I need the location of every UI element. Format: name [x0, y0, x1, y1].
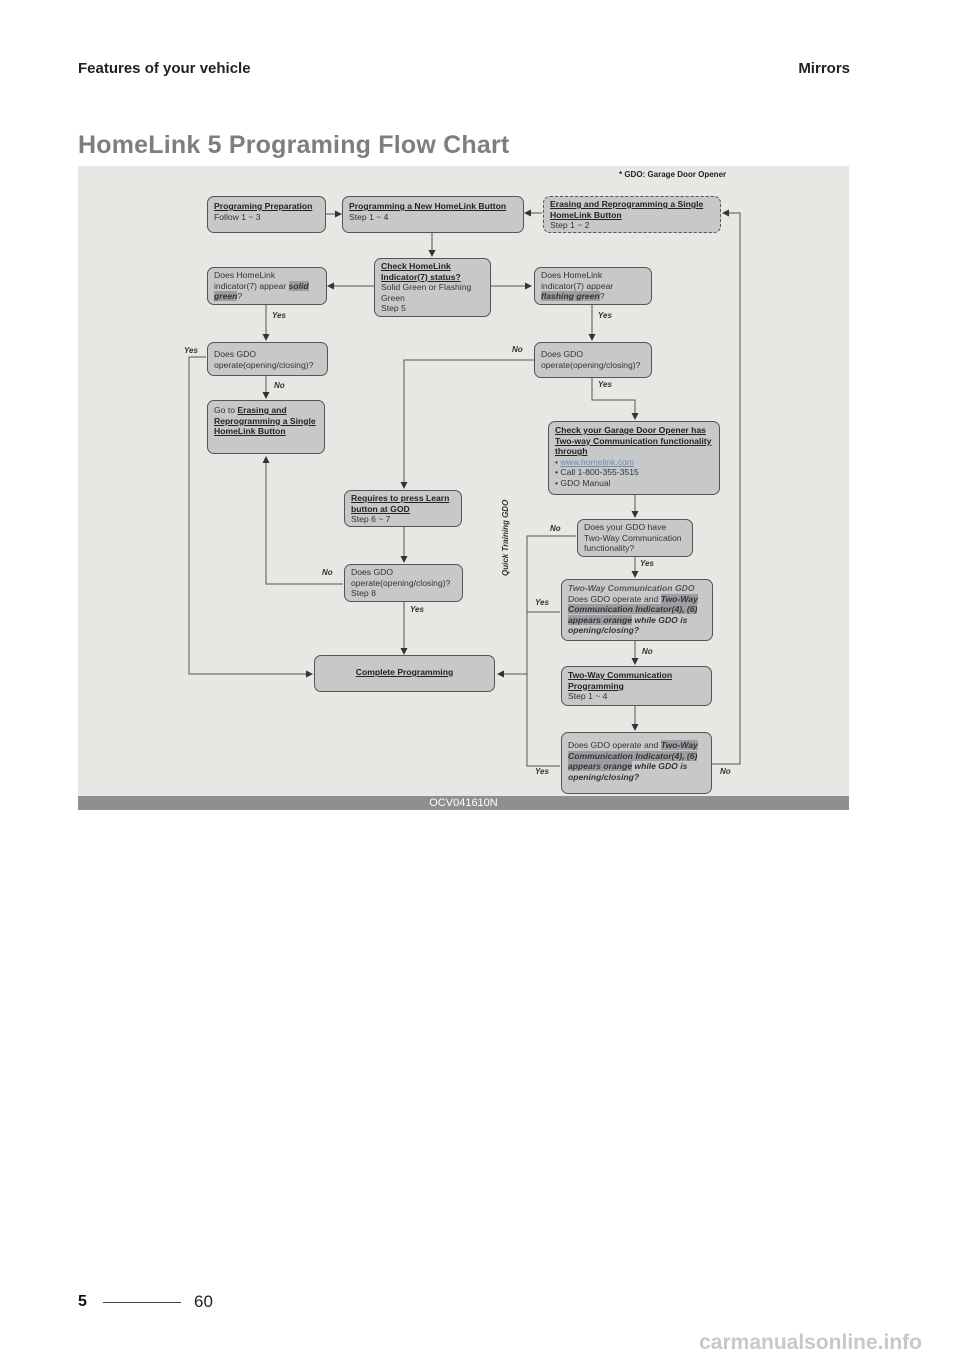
label-no-final: No	[720, 767, 731, 776]
node-step: Step 1 ~ 4	[568, 691, 608, 702]
label-no-two-way-gdo: No	[642, 647, 653, 656]
node-step: Step 5	[381, 303, 406, 314]
flow-connectors	[188, 209, 741, 767]
node-solid-green-question: Does HomeLink indicator(7) appear solid …	[207, 267, 327, 305]
homelink-link[interactable]: www.homelink.com	[560, 456, 634, 467]
node-gdo-operate-step8: Does GDO operate(opening/closing)? Step …	[344, 564, 463, 602]
footer-divider	[103, 1302, 181, 1303]
node-title: Requires to press Learn button at GOD	[351, 493, 450, 514]
node-text: Does GDO operate(opening/closing)?	[541, 349, 641, 370]
node-step: Step 8	[351, 588, 376, 599]
quick-training-label: Quick Training GDO	[501, 499, 510, 576]
node-title: Two-Way Communication GDO	[568, 583, 695, 593]
node-goto-erasing: Go to Erasing and Reprogramming a Single…	[207, 400, 325, 454]
flow-chart-figure: * GDO: Garage Door Opener Programing Pre…	[78, 166, 849, 810]
node-step: Follow 1 ~ 3	[214, 211, 261, 222]
node-complete-programming: Complete Programming	[314, 655, 495, 692]
node-text: Does GDO operate(opening/closing)?	[351, 567, 451, 588]
node-text: Does HomeLink indicator(7) appear	[541, 270, 614, 291]
label-yes-final: Yes	[535, 767, 549, 776]
node-step: Step 1 ~ 2	[550, 220, 590, 231]
label-yes-solid: Yes	[272, 311, 286, 320]
node-check-two-way-functionality: Check your Garage Door Opener has Two-wa…	[548, 421, 720, 495]
node-two-way-programming: Two-Way Communication Programming Step 1…	[561, 666, 712, 706]
page-title: HomeLink 5 Programing Flow Chart	[78, 131, 510, 159]
label-no-gdo-left: No	[274, 381, 285, 390]
node-erasing-reprogramming: Erasing and Reprogramming a Single HomeL…	[543, 196, 721, 233]
node-post: while GDO is opening/closing?	[568, 761, 688, 782]
running-header-section: Features of your vehicle	[78, 60, 251, 77]
node-requires-learn-button: Requires to press Learn button at GOD St…	[344, 490, 462, 527]
node-final-question: Does GDO operate and Two-Way Communicati…	[561, 732, 712, 794]
node-post: while GDO is opening/closing?	[568, 614, 688, 636]
node-text: Does GDO operate(opening/closing)?	[214, 349, 314, 370]
bullet-website: • www.homelink.com	[555, 456, 634, 467]
node-highlight: flashing green	[541, 291, 600, 302]
node-end: ?	[599, 291, 605, 302]
node-gdo-operate-left: Does GDO operate(opening/closing)?	[207, 342, 328, 376]
caption-bar	[78, 796, 849, 810]
node-check-indicator-status: Check HomeLink Indicator(7) status? Soli…	[374, 258, 491, 317]
watermark: carmanualsonline.info	[699, 1331, 922, 1354]
node-title: Erasing and Reprogramming a Single HomeL…	[214, 405, 316, 437]
running-header-topic: Mirrors	[798, 60, 850, 77]
figure-caption: OCV041610N	[429, 797, 498, 809]
node-title: Programing Preparation	[214, 201, 313, 211]
label-yes-two-way: Yes	[640, 559, 654, 568]
bullet-phone: • Call 1-800-355-3515	[555, 467, 639, 478]
footer-page-number: 60	[194, 1292, 213, 1311]
node-gdo-operate-right: Does GDO operate(opening/closing)?	[534, 342, 652, 378]
label-no-step8: No	[322, 568, 333, 577]
node-end: ?	[237, 291, 243, 302]
node-flashing-green-question: Does HomeLink indicator(7) appear flashi…	[534, 267, 652, 305]
node-two-way-communication-gdo: Two-Way Communication GDO Does GDO opera…	[561, 579, 713, 641]
node-two-way-question: Does your GDO have Two-Way Communication…	[577, 519, 693, 557]
node-programing-preparation: Programing Preparation Follow 1 ~ 3	[207, 196, 326, 233]
node-title: Check HomeLink Indicator(7) status?	[381, 261, 461, 282]
node-text: Does your GDO have Two-Way Communication…	[584, 522, 682, 554]
node-title: Programming a New HomeLink Button	[349, 201, 507, 211]
node-pre: Does GDO operate and	[568, 740, 659, 750]
node-step: Step 6 ~ 7	[351, 514, 391, 525]
node-title: Two-Way Communication Programming	[568, 670, 673, 691]
node-title: Erasing and Reprogramming a Single HomeL…	[550, 199, 704, 220]
node-title: Complete Programming	[355, 667, 454, 677]
node-pre: Does GDO operate and	[568, 593, 659, 604]
bullet-manual: • GDO Manual	[555, 477, 611, 488]
label-yes-step8: Yes	[410, 605, 424, 614]
label-yes-gdo-left: Yes	[184, 346, 198, 355]
node-title: Check your Garage Door Opener has Two-wa…	[555, 425, 712, 457]
label-no-two-way: No	[550, 524, 561, 533]
footer-chapter-number: 5	[78, 1293, 87, 1310]
label-yes-gdo-right: Yes	[598, 380, 612, 389]
node-programming-new-button: Programming a New HomeLink Button Step 1…	[342, 196, 524, 233]
label-yes-two-way-gdo: Yes	[535, 598, 549, 607]
node-detail: Solid Green or Flashing Green	[381, 282, 472, 303]
node-pre: Go to	[214, 405, 236, 415]
node-text: Does HomeLink indicator(7) appear	[214, 270, 287, 291]
node-step: Step 1 ~ 4	[349, 211, 389, 222]
gdo-footnote: * GDO: Garage Door Opener	[619, 170, 727, 179]
label-yes-flashing: Yes	[598, 311, 612, 320]
label-no-gdo-right: No	[512, 345, 523, 354]
